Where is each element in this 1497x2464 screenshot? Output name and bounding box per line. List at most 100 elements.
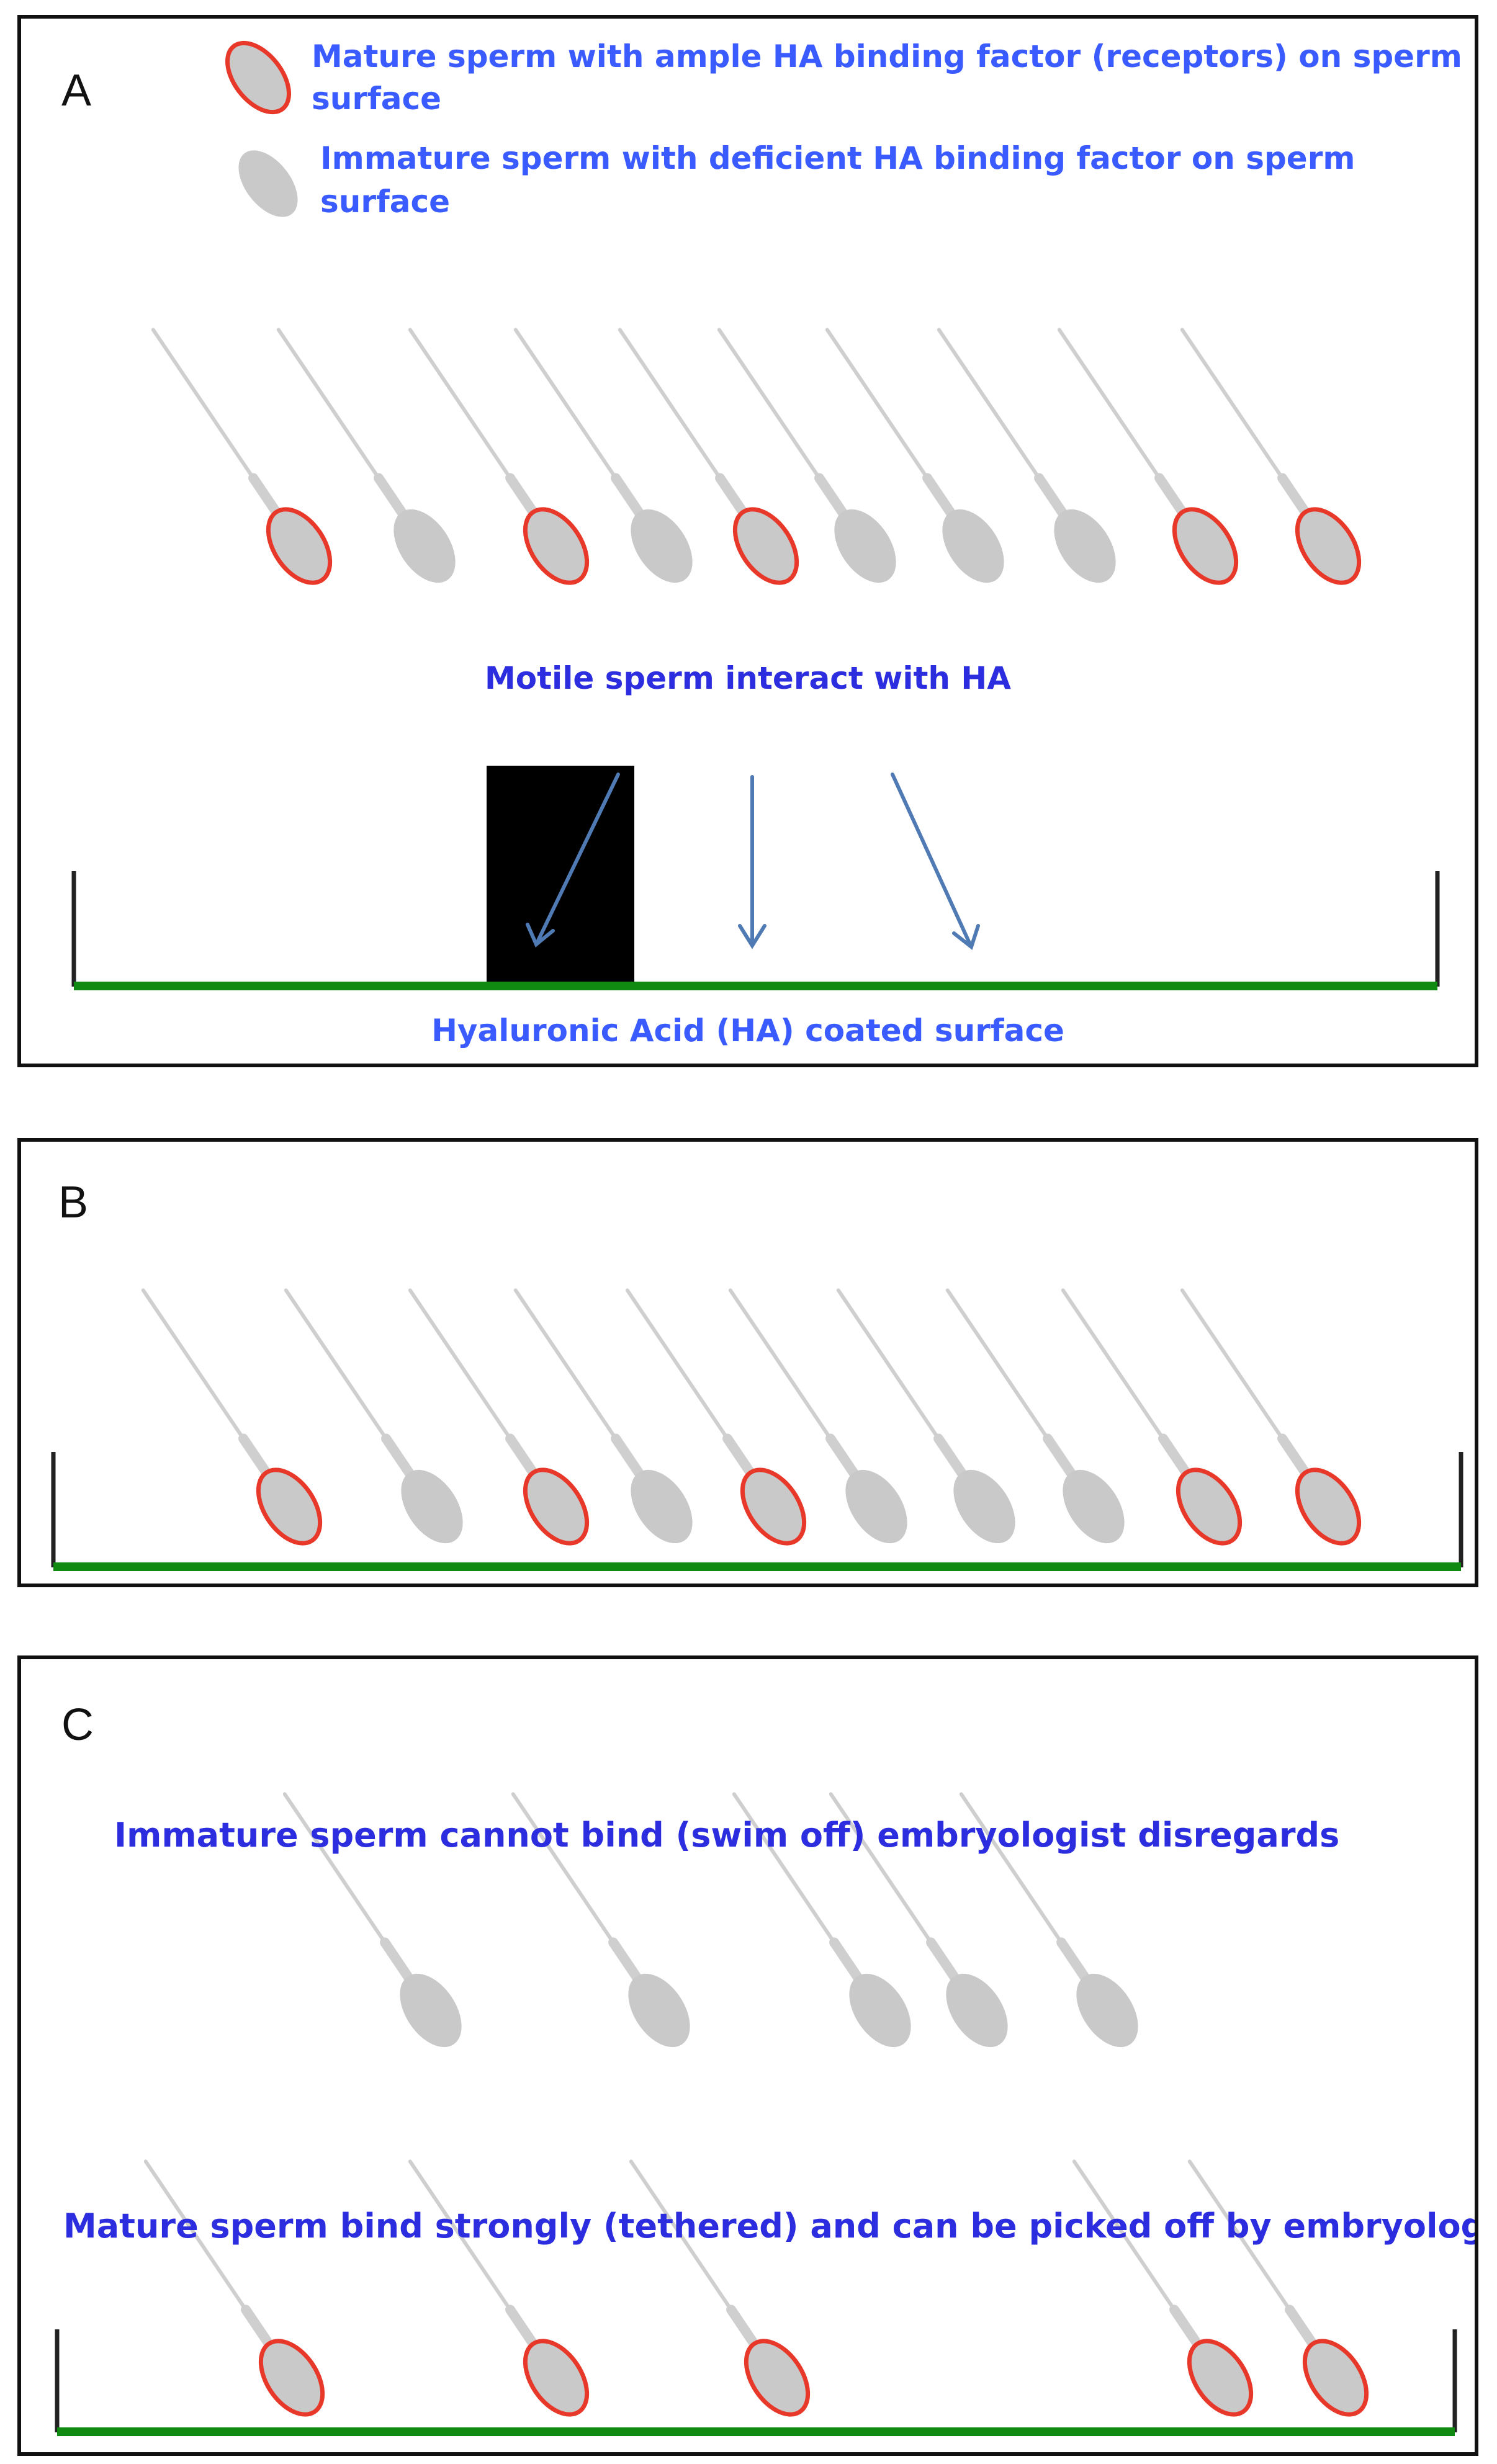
mature-sperm	[618, 328, 799, 585]
immature-sperm	[732, 1792, 911, 2048]
panel-c-swimming-off-row	[282, 1792, 1138, 2048]
immature-sperm	[717, 328, 896, 583]
panel-c-label: C	[61, 1700, 94, 1750]
sperm-head	[740, 1467, 807, 1546]
legend-mature-text-line2: surface	[312, 81, 441, 117]
mature-sperm	[408, 2159, 590, 2417]
sperm-head	[258, 2339, 325, 2417]
sperm-tail	[829, 1792, 947, 1965]
sperm-tail	[513, 328, 632, 501]
sperm-tail	[143, 2159, 262, 2332]
panel-a-sperm-row	[151, 328, 1362, 585]
mature-sperm	[1180, 328, 1362, 585]
sperm-head	[732, 507, 799, 585]
sperm-tail	[141, 1288, 259, 1461]
immature-sperm	[829, 1792, 1008, 2048]
sperm-tail	[408, 2159, 526, 2332]
immature-sperm	[728, 1288, 907, 1544]
immature-sperm	[513, 1288, 693, 1544]
panel-a: A Mature sperm with ample HA binding fac…	[17, 15, 1478, 1067]
sperm-tail	[717, 328, 835, 501]
panel-b-sperm-row	[141, 1288, 1362, 1546]
redaction-block	[487, 766, 634, 989]
sperm-tail	[408, 328, 526, 501]
sperm-head	[1295, 1467, 1362, 1546]
sperm-head	[401, 1469, 463, 1544]
sperm-head	[744, 2339, 811, 2417]
mature-sperm	[408, 328, 590, 585]
panel-c-tethered-row	[143, 2159, 1369, 2417]
immature-sperm	[825, 328, 1004, 583]
ha-coated-surface	[53, 1562, 1461, 1571]
sperm-tail	[511, 1792, 629, 1965]
immature-sperm	[282, 1792, 462, 2048]
sperm-head	[946, 1973, 1008, 2048]
sperm-head	[849, 1973, 911, 2048]
mature-caption: Mature sperm bind strongly (tethered) an…	[63, 2206, 1475, 2246]
ha-coated-surface	[57, 2427, 1455, 2436]
legend-mature-sperm-head-icon	[225, 40, 291, 115]
mature-sperm	[625, 1288, 807, 1546]
sperm-tail	[1072, 2159, 1190, 2332]
mature-sperm	[143, 2159, 325, 2417]
panel-b: B	[17, 1138, 1478, 1587]
panel-a-diagram: A Mature sperm with ample HA binding fac…	[61, 38, 1462, 1049]
sperm-head	[266, 507, 333, 585]
sperm-tail	[151, 328, 269, 501]
sperm-head	[393, 509, 456, 583]
mature-sperm	[151, 328, 333, 585]
sperm-tail	[1061, 1288, 1179, 1461]
sperm-head	[1295, 507, 1362, 585]
immature-sperm	[276, 328, 456, 583]
sperm-tail	[1180, 1288, 1298, 1461]
sperm-head	[523, 2339, 590, 2417]
mature-sperm	[1180, 1288, 1362, 1546]
immature-sperm	[836, 1288, 1015, 1544]
sperm-head	[953, 1469, 1015, 1544]
sperm-head	[1187, 2339, 1254, 2417]
sperm-tail	[959, 1792, 1077, 1965]
arrow-left	[534, 773, 620, 946]
sperm-head	[942, 509, 1004, 583]
sperm-tail	[825, 328, 943, 501]
sperm-head	[834, 509, 896, 583]
ha-coated-surface	[74, 982, 1437, 990]
legend-immature-text-line2: surface	[320, 184, 450, 220]
sperm-tail	[408, 1288, 526, 1461]
sperm-tail	[728, 1288, 847, 1461]
immature-caption: Immature sperm cannot bind (swim off) em…	[114, 1816, 1339, 1855]
mature-sperm	[1187, 2159, 1369, 2417]
immature-sperm	[945, 1288, 1125, 1544]
arrow-right	[891, 773, 973, 948]
sperm-head	[1054, 509, 1116, 583]
sperm-head	[1302, 2339, 1369, 2417]
legend-mature-text-line1: Mature sperm with ample HA binding facto…	[312, 38, 1462, 74]
sperm-tail	[1187, 2159, 1306, 2332]
sperm-head	[400, 1973, 462, 2048]
sperm-tail	[625, 1288, 744, 1461]
mature-sperm	[1072, 2159, 1254, 2417]
sperm-tail	[284, 1288, 402, 1461]
mature-sperm	[1061, 1288, 1243, 1546]
sperm-tail	[282, 1792, 401, 1965]
sperm-head	[1176, 1467, 1243, 1546]
panel-b-diagram: B	[51, 1178, 1463, 1571]
mature-sperm	[141, 1288, 323, 1546]
sperm-tail	[937, 328, 1055, 501]
interaction-caption: Motile sperm interact with HA	[485, 660, 1011, 696]
sperm-head	[1172, 507, 1239, 585]
sperm-head	[1063, 1469, 1125, 1544]
sperm-head	[523, 1467, 590, 1546]
sperm-head	[631, 1469, 693, 1544]
mature-sperm	[629, 2159, 811, 2417]
sperm-tail	[276, 328, 395, 501]
arrow-center-head-icon	[738, 924, 766, 949]
immature-sperm	[513, 328, 693, 583]
sperm-tail	[1057, 328, 1176, 501]
sperm-head	[256, 1467, 323, 1546]
sperm-tail	[629, 2159, 747, 2332]
sperm-tail	[945, 1288, 1064, 1461]
legend-immature-text-line1: Immature sperm with deficient HA binding…	[320, 140, 1355, 176]
panel-c: C Immature sperm cannot bind (swim off) …	[17, 1655, 1478, 2456]
immature-sperm	[511, 1792, 690, 2048]
